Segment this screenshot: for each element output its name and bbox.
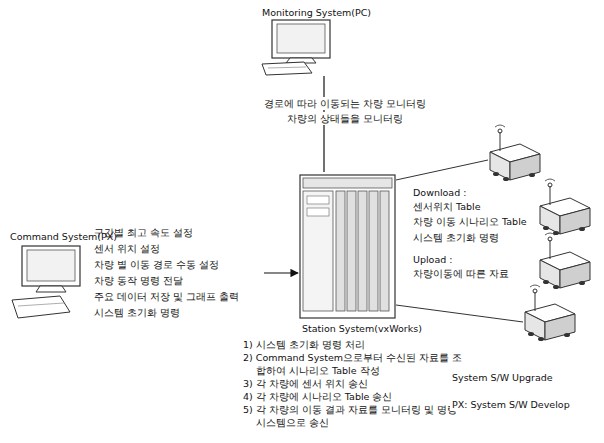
- note-label: 시스템 초기화 명령: [411, 231, 501, 244]
- command-pc-icon: [12, 246, 80, 318]
- node-title: Station System(vxWorks): [302, 322, 422, 335]
- list-item: 주요 데이터 저장 및 그래프 출력: [94, 290, 239, 303]
- note-label: PX: System S/W Develop: [450, 398, 572, 411]
- list-item: 5) 각 차량의 이동 결과 자료를 모니터링 및 명령 시스템으로 송신: [243, 403, 468, 429]
- station-node: Station System(vxWorks)1) 시스템 초기화 명령 처리2…: [298, 172, 396, 320]
- node-title: Monitoring System(PC): [262, 6, 371, 19]
- note-label: 차량이동에 따른 자료: [411, 267, 511, 280]
- note-label: 차량의 상태들을 모니터링: [285, 112, 405, 125]
- list-item: 2) Command System으로부터 수신된 자료를 조합하여 시나리오 …: [243, 351, 468, 377]
- list-item: 차량 동작 명령 전달: [94, 274, 183, 287]
- station-rack: [300, 175, 395, 318]
- link-line: [396, 160, 488, 180]
- link-line: [396, 305, 523, 322]
- vehicle-icon: [490, 125, 540, 181]
- list-item: 3) 각 차량에 센서 위치 송신: [243, 377, 468, 390]
- list-item: 센서 위치 설정: [94, 242, 160, 255]
- command-node: Command System(PX)구간별 최고 속도 설정센서 위치 설정차량…: [8, 226, 264, 326]
- note-label: Upload :: [411, 253, 455, 266]
- monitoring-node: Monitoring System(PC): [258, 6, 350, 76]
- vehicle-icon: [540, 179, 590, 235]
- vehicle-icon: [525, 285, 575, 341]
- note-label: 센서위치 Table: [411, 200, 483, 213]
- note-label: Download :: [411, 186, 468, 199]
- list-item: 4) 각 차량에 시나리오 Table 송신: [243, 390, 468, 403]
- monitoring-pc-icon: [262, 20, 330, 75]
- note-label: 차량 이동 시나리오 Table: [411, 215, 529, 228]
- list-item: 구간별 최고 속도 설정: [94, 226, 193, 239]
- vehicle-icon: [540, 233, 590, 289]
- list-item: 1) 시스템 초기화 명령 처리: [243, 338, 468, 351]
- connector: [264, 272, 298, 273]
- note-label: 경로에 따라 이동되는 차량 모니터링: [262, 97, 428, 110]
- list-item: 시스템 초기화 명령: [94, 306, 180, 319]
- list-item: 차량 별 이동 경로 수동 설정: [94, 258, 219, 271]
- note-label: System S/W Upgrade: [450, 371, 555, 384]
